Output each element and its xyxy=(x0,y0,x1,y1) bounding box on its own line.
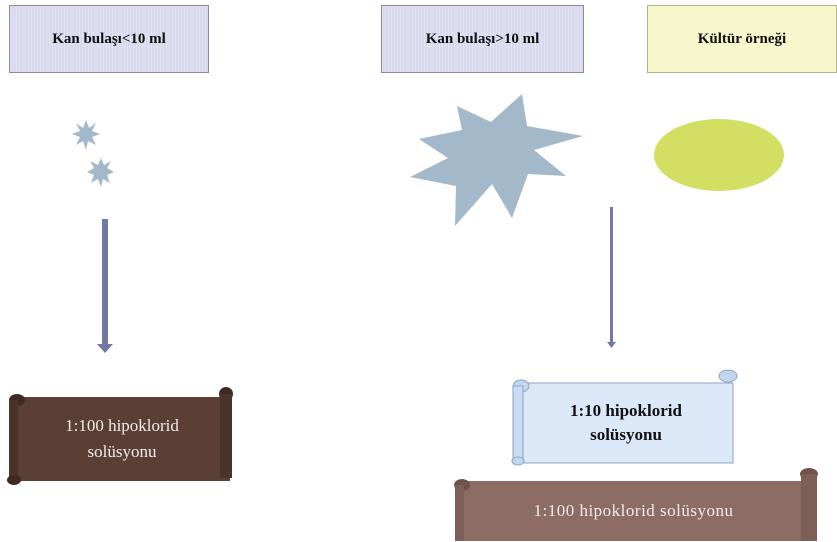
left-scroll-line1: 1:100 hipoklorid xyxy=(65,416,179,435)
small-spill-box: Kan bulaşı<10 ml xyxy=(9,5,209,73)
large-splash-icon xyxy=(410,94,583,226)
right-arrow-head-icon xyxy=(607,342,616,348)
right-arrow-shaft xyxy=(610,207,613,343)
left-scroll-text: 1:100 hipoklorid solüsyonu xyxy=(24,404,220,474)
left-scroll xyxy=(7,387,233,485)
large-spill-label: Kan bulaşı>10 ml xyxy=(425,30,540,47)
left-arrow-shaft xyxy=(102,219,108,345)
left-scroll-line2: solüsyonu xyxy=(87,442,157,461)
right-scroll-line2: solüsyonu xyxy=(590,425,662,444)
bottom-scroll-label: 1:100 hipoklorid solüsyonu xyxy=(533,501,734,520)
culture-sample-ellipse xyxy=(654,119,784,191)
left-arrow-head-icon xyxy=(97,344,113,353)
small-splash-icon xyxy=(72,120,100,150)
right-scroll-line1: 1:10 hipoklorid xyxy=(570,401,682,420)
right-scroll xyxy=(511,369,738,466)
bottom-scroll xyxy=(454,468,818,541)
right-scroll-text: 1:10 hipoklorid solüsyonu xyxy=(526,388,726,458)
small-splash-icon-2 xyxy=(87,158,114,187)
bottom-scroll-text: 1:100 hipoklorid solüsyonu xyxy=(466,484,801,538)
culture-sample-label: Kültür örneği xyxy=(697,30,787,47)
large-spill-box: Kan bulaşı>10 ml xyxy=(381,5,584,73)
small-spill-label: Kan bulaşı<10 ml xyxy=(52,30,166,47)
